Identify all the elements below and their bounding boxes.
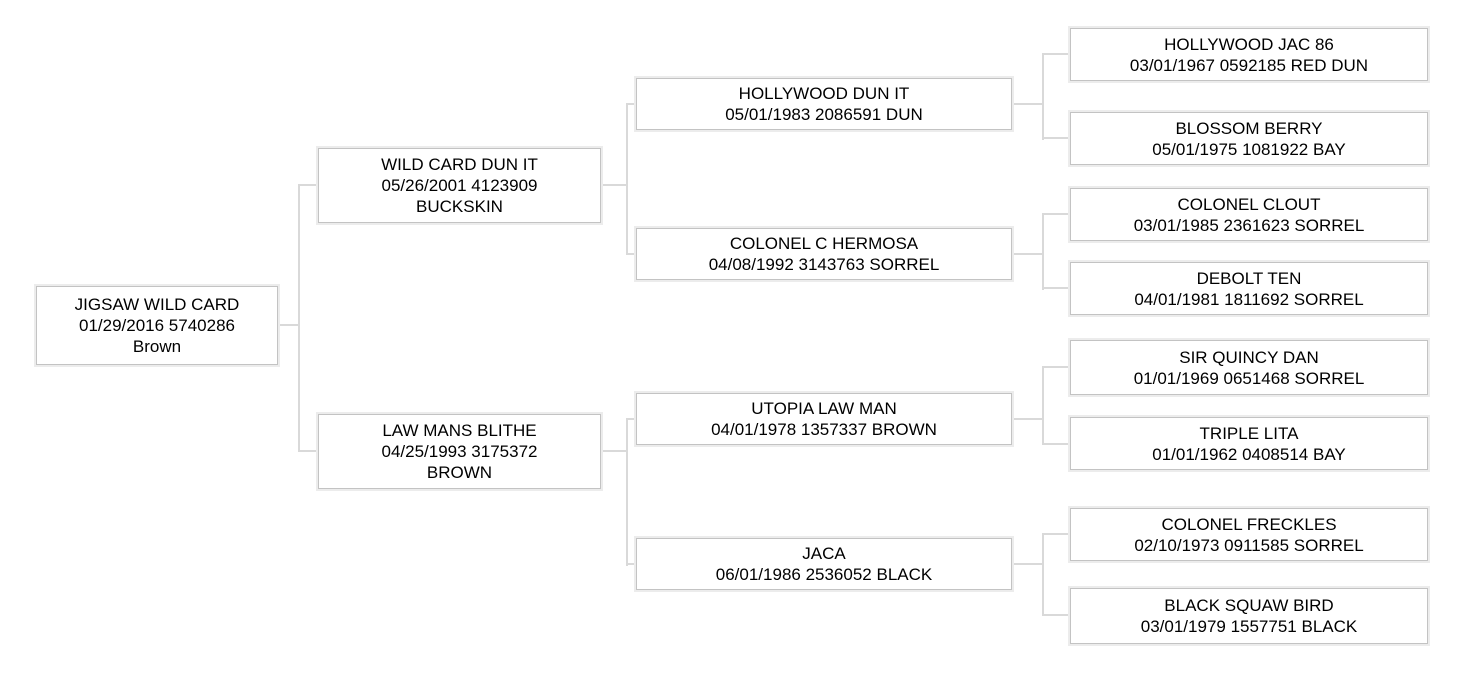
connector-line (626, 563, 636, 565)
horse-details: 04/08/1992 3143763 SORREL (708, 255, 940, 274)
pedigree-node-dss: SIR QUINCY DAN 01/01/1969 0651468 SORREL (1070, 340, 1428, 395)
horse-details: 01/01/1969 0651468 SORREL (1133, 368, 1365, 388)
connector-line (1042, 137, 1070, 139)
connector-line (626, 418, 628, 566)
pedigree-node-root: JIGSAW WILD CARD 01/29/2016 5740286 Brow… (36, 286, 278, 365)
connector-line (1042, 53, 1044, 140)
horse-name: HOLLYWOOD DUN IT (738, 84, 910, 103)
horse-details: 03/01/1985 2361623 SORREL (1133, 215, 1365, 235)
horse-name: COLONEL FRECKLES (1161, 514, 1337, 534)
horse-details: 05/01/1975 1081922 BAY (1152, 139, 1346, 159)
pedigree-node-ddd: BLACK SQUAW BIRD 03/01/1979 1557751 BLAC… (1070, 588, 1428, 644)
connector-line (298, 450, 318, 452)
pedigree-node-sdd: DEBOLT TEN 04/01/1981 1811692 SORREL (1070, 262, 1428, 315)
horse-name: COLONEL C HERMOSA (729, 234, 919, 253)
connector-line (626, 418, 636, 420)
pedigree-node-dsd: TRIPLE LITA 01/01/1962 0408514 BAY (1070, 417, 1428, 470)
horse-name: BLACK SQUAW BIRD (1164, 596, 1334, 615)
horse-name: TRIPLE LITA (1199, 423, 1299, 443)
pedigree-node-sire: WILD CARD DUN IT 05/26/2001 4123909 BUCK… (318, 148, 601, 223)
pedigree-node-sds: COLONEL CLOUT 03/01/1985 2361623 SORREL (1070, 188, 1428, 241)
connector-line (298, 184, 300, 452)
connector-line (601, 184, 628, 186)
connector-line (626, 103, 636, 105)
horse-name: DEBOLT TEN (1196, 268, 1302, 288)
connector-line (626, 253, 636, 255)
connector-line (1042, 366, 1044, 445)
horse-name: SIR QUINCY DAN (1179, 347, 1319, 367)
horse-color: BROWN (426, 463, 493, 482)
pedigree-node-dam-dam: JACA 06/01/1986 2536052 BLACK (636, 538, 1012, 590)
horse-name: JIGSAW WILD CARD (74, 295, 240, 314)
horse-details: 03/01/1979 1557751 BLACK (1140, 617, 1358, 636)
horse-details: 01/29/2016 5740286 (79, 316, 235, 335)
pedigree-node-dds: COLONEL FRECKLES 02/10/1973 0911585 SORR… (1070, 508, 1428, 561)
connector-line (626, 103, 628, 255)
connector-line (1042, 287, 1070, 289)
pedigree-node-sss: HOLLYWOOD JAC 86 03/01/1967 0592185 RED … (1070, 28, 1428, 81)
connector-line (1042, 533, 1070, 535)
horse-name: HOLLYWOOD JAC 86 (1164, 34, 1334, 54)
horse-name: COLONEL CLOUT (1177, 194, 1321, 214)
horse-details: 04/25/1993 3175372 (381, 442, 538, 461)
pedigree-node-ssd: BLOSSOM BERRY 05/01/1975 1081922 BAY (1070, 112, 1428, 165)
horse-details: 05/26/2001 4123909 (381, 176, 538, 195)
horse-details: 05/01/1983 2086591 DUN (725, 105, 923, 124)
connector-line (278, 324, 300, 326)
connector-line (1012, 253, 1044, 255)
horse-details: 06/01/1986 2536052 BLACK (715, 565, 933, 584)
connector-line (1042, 443, 1070, 445)
horse-details: 02/10/1973 0911585 SORREL (1134, 535, 1364, 555)
connector-line (1012, 563, 1044, 565)
horse-name: JACA (802, 544, 846, 563)
pedigree-node-sire-sire: HOLLYWOOD DUN IT 05/01/1983 2086591 DUN (636, 78, 1012, 130)
horse-color: BUCKSKIN (416, 197, 503, 216)
connector-line (298, 184, 318, 186)
connector-line (1042, 213, 1044, 290)
horse-details: 04/01/1978 1357337 BROWN (711, 420, 937, 439)
connector-line (601, 450, 628, 452)
horse-color: Brown (132, 337, 182, 356)
horse-name: UTOPIA LAW MAN (751, 399, 897, 418)
connector-line (1042, 533, 1044, 616)
connector-line (1042, 53, 1070, 55)
horse-name: WILD CARD DUN IT (381, 155, 538, 174)
connector-line (1012, 103, 1044, 105)
horse-name: LAW MANS BLITHE (382, 421, 537, 440)
connector-line (1012, 418, 1044, 420)
connector-line (1042, 614, 1070, 616)
pedigree-node-dam-sire: UTOPIA LAW MAN 04/01/1978 1357337 BROWN (636, 393, 1012, 445)
pedigree-node-dam: LAW MANS BLITHE 04/25/1993 3175372 BROWN (318, 414, 601, 489)
horse-name: BLOSSOM BERRY (1175, 118, 1323, 138)
horse-details: 03/01/1967 0592185 RED DUN (1129, 55, 1369, 75)
horse-details: 01/01/1962 0408514 BAY (1152, 444, 1346, 464)
pedigree-node-sire-dam: COLONEL C HERMOSA 04/08/1992 3143763 SOR… (636, 228, 1012, 280)
connector-line (1042, 213, 1070, 215)
connector-line (1042, 366, 1070, 368)
horse-details: 04/01/1981 1811692 SORREL (1134, 289, 1364, 309)
